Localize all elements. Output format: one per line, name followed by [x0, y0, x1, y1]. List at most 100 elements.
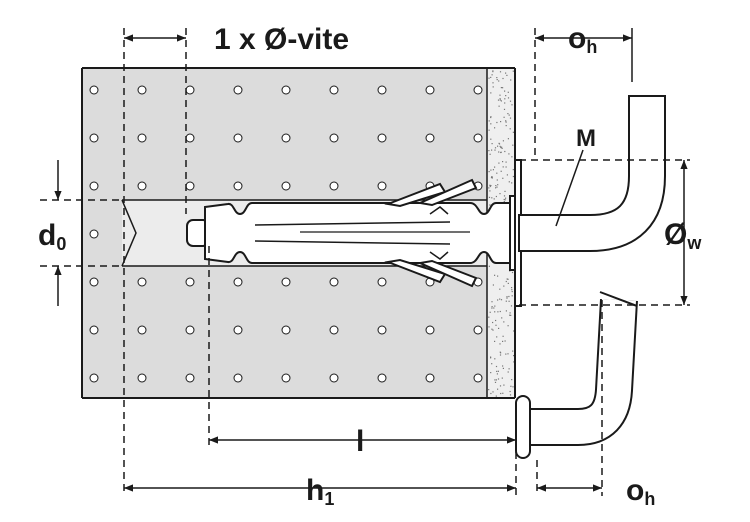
plaster-grain-dot — [505, 310, 507, 312]
plaster-grain-dot — [490, 138, 492, 140]
plaster-grain-dot — [488, 77, 490, 79]
plaster-grain-dot — [494, 305, 496, 307]
plaster-grain-dot — [511, 289, 513, 291]
plaster-grain-dot — [510, 385, 512, 387]
plaster-grain-dot — [492, 86, 494, 88]
plaster-grain-dot — [488, 316, 490, 318]
wall-dot — [425, 325, 435, 335]
wall-dot — [377, 133, 387, 143]
wall-dot — [473, 373, 483, 383]
plaster-grain-dot — [502, 166, 504, 168]
label-thread: M — [576, 125, 596, 152]
wall-dot — [233, 85, 243, 95]
plaster-grain-dot — [504, 90, 506, 92]
plaster-grain-dot — [507, 91, 509, 93]
plaster-grain-dot — [490, 116, 492, 118]
plaster-grain-dot — [500, 299, 503, 301]
plaster-grain-dot — [512, 131, 514, 133]
label-length: l — [356, 425, 364, 458]
wall-dot — [233, 277, 243, 287]
plaster-grain-dot — [499, 343, 501, 345]
wall-dot — [137, 325, 147, 335]
hook-loose-cap — [599, 291, 638, 307]
plaster-grain-dot — [498, 143, 501, 145]
plaster-grain-dot — [502, 140, 504, 142]
plaster-grain-dot — [513, 330, 515, 332]
plaster-grain-dot — [501, 377, 503, 379]
plaster-grain-dot — [496, 373, 498, 375]
plaster-grain-dot — [504, 102, 506, 104]
plaster-grain-dot — [503, 108, 506, 110]
wall-dot — [329, 133, 339, 143]
hook-installed — [518, 95, 666, 252]
wall-dot — [233, 325, 243, 335]
plaster-grain-dot — [498, 151, 500, 153]
plaster-grain-dot — [509, 314, 511, 316]
plaster-grain-dot — [495, 379, 497, 381]
plaster-grain-dot — [494, 340, 496, 342]
plaster-grain-dot — [511, 156, 513, 158]
plaster-grain-dot — [511, 182, 513, 184]
wall-dot — [137, 133, 147, 143]
plaster-grain-dot — [500, 100, 502, 102]
plaster-grain-dot — [492, 391, 494, 393]
plaster-grain-dot — [507, 353, 509, 355]
plaster-grain-dot — [511, 379, 513, 381]
plaster-grain-dot — [497, 275, 499, 277]
plaster-grain-dot — [504, 190, 506, 192]
anchor-body — [204, 202, 511, 264]
plaster-grain-dot — [499, 288, 501, 290]
plaster-grain-dot — [495, 195, 497, 198]
label-hole-diameter: d0 — [38, 219, 66, 254]
plaster-grain-dot — [497, 378, 500, 380]
plaster-grain-dot — [499, 98, 501, 100]
plaster-grain-dot — [488, 265, 490, 267]
plaster-grain-dot — [508, 181, 510, 183]
plaster-grain-dot — [490, 372, 492, 374]
wall-dot — [377, 277, 387, 287]
plaster-grain-dot — [505, 121, 507, 123]
plaster-grain-dot — [495, 324, 497, 326]
plaster-grain-dot — [490, 357, 492, 359]
labels: 1 x Ø-vite oh M d0 Øw l h1 oh — [38, 22, 702, 509]
wall-dot — [281, 373, 291, 383]
anchor-wing-upper-2 — [416, 178, 478, 207]
plaster-grain-dot — [510, 79, 512, 81]
plaster-grain-dot — [496, 172, 498, 174]
plaster-grain-dot — [490, 123, 492, 125]
plaster-grain-dot — [505, 166, 507, 168]
plaster-grain-dot — [502, 365, 504, 367]
wall-dot — [185, 181, 195, 191]
plaster-grain-dot — [513, 361, 515, 363]
wall-dot — [137, 181, 147, 191]
anchor-wing-lower-2 — [416, 259, 478, 288]
plaster-grain-dot — [502, 77, 504, 80]
wall-dot — [89, 229, 99, 239]
plaster-grain-dot — [506, 74, 508, 76]
plaster-grain-dot — [499, 193, 501, 195]
plaster-grain-dot — [509, 100, 512, 102]
plaster-grain-dot — [511, 295, 513, 297]
plaster-grain-dot — [512, 70, 514, 72]
plaster-grain-dot — [503, 321, 505, 323]
plaster-grain-dot — [511, 271, 514, 274]
wall-dot — [425, 85, 435, 95]
plaster-grain-dot — [509, 390, 511, 393]
plaster-grain-dot — [505, 353, 507, 355]
plaster-grain-dot — [491, 328, 493, 330]
plaster-grain-dot — [504, 340, 506, 342]
plaster-grain-dot — [507, 371, 509, 373]
wall-dot — [89, 133, 99, 143]
plaster-grain-dot — [512, 350, 514, 352]
plaster-grain-dot — [489, 190, 491, 192]
plaster-grain-dot — [496, 179, 498, 181]
plaster-grain-dot — [499, 298, 501, 300]
plaster-grain-dot — [512, 169, 514, 171]
plaster-grain-dot — [501, 147, 503, 149]
wall-dot — [89, 373, 99, 383]
plaster-grain-dot — [490, 116, 492, 119]
plaster-grain-dot — [500, 170, 502, 172]
plaster-grain-dot — [507, 325, 509, 327]
plaster-grain-dot — [492, 71, 494, 73]
